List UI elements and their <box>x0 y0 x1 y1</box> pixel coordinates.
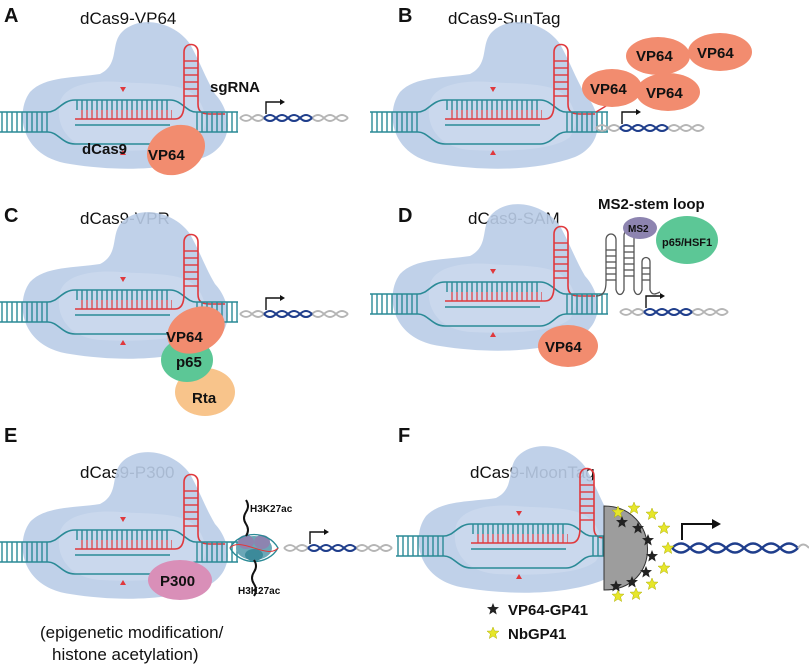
p300-label: P300 <box>160 573 195 590</box>
panel-e-caption-line-1: (epigenetic modification/ <box>40 623 224 642</box>
target-gene <box>239 98 349 122</box>
vp64-domain <box>538 325 598 367</box>
panel-letter-f: F <box>398 425 410 447</box>
rta-label: Rta <box>192 390 217 407</box>
vp64-domain <box>626 37 690 75</box>
target-gene <box>671 519 809 554</box>
p300-domain <box>148 560 212 600</box>
nbgp41-legend-label: NbGP41 <box>508 626 566 643</box>
panel-d: D dCas9-SAM MS2 p65/HSF1 MS2-stem loop V… <box>369 196 729 367</box>
ms2-stem-loop-label: MS2-stem loop <box>598 196 705 213</box>
star-icon <box>487 603 499 615</box>
moontag-scaffold <box>603 505 648 591</box>
vp64-label: VP64 <box>148 147 185 164</box>
dcas9-label: dCas9 <box>82 141 127 158</box>
vp64-label: VP64 <box>697 45 734 62</box>
panel-b: B dCas9-SunTag VP64 VP64 VP64 VP64 <box>369 5 752 170</box>
vp64-gp41-legend-label: VP64-GP41 <box>508 602 588 619</box>
panel-c: C dCas9-VPR VP64 p65 Rta <box>0 205 349 416</box>
panel-title-b: dCas9-SunTag <box>448 9 560 28</box>
vp64-label: VP64 <box>646 85 683 102</box>
panel-letter-a: A <box>4 5 18 27</box>
panel-e: E dCas9-P300 H3K27ac H3K27ac P300 (epige… <box>0 425 393 664</box>
vp64-domain <box>582 69 642 107</box>
promoter-arrow-icon <box>712 519 721 529</box>
dcas9-complex <box>369 21 609 170</box>
panel-a: A dCas9-VP64 VP64 sgRNA dCas9 <box>0 5 349 176</box>
vp64-label: VP64 <box>166 329 203 346</box>
target-gene <box>595 108 705 132</box>
p65-hsf1-label: p65/HSF1 <box>662 237 712 249</box>
panel-letter-d: D <box>398 205 412 227</box>
panel-letter-b: B <box>398 5 412 27</box>
ms2-label: MS2 <box>628 224 649 235</box>
target-gene <box>619 292 729 316</box>
vp64-domain <box>167 306 225 354</box>
vp64-domain <box>688 33 752 71</box>
h3k27ac-label: H3K27ac <box>250 504 293 515</box>
p65-hsf1-domain <box>656 216 718 264</box>
panel-e-caption-line-2: histone acetylation) <box>52 645 198 664</box>
nucleosome <box>229 499 279 597</box>
vp64-domain <box>636 73 700 111</box>
vp64-label: VP64 <box>590 81 627 98</box>
panel-letter-e: E <box>4 425 17 447</box>
vp64-label: VP64 <box>636 48 673 65</box>
h3k27ac-label: H3K27ac <box>238 586 281 597</box>
sgrna-label: sgRNA <box>210 79 260 96</box>
ms2-domain <box>623 217 657 239</box>
vp64-domain <box>146 124 206 176</box>
star-icon <box>486 626 500 639</box>
panel-letter-c: C <box>4 205 18 227</box>
ms2-stem-loops <box>595 229 661 297</box>
vp64-label: VP64 <box>545 339 582 356</box>
target-gene <box>239 294 349 318</box>
p65-label: p65 <box>176 354 202 371</box>
target-gene <box>283 528 393 552</box>
panel-f: F dCas9-MoonTag <box>395 425 809 643</box>
dcas9-complex <box>395 445 635 594</box>
